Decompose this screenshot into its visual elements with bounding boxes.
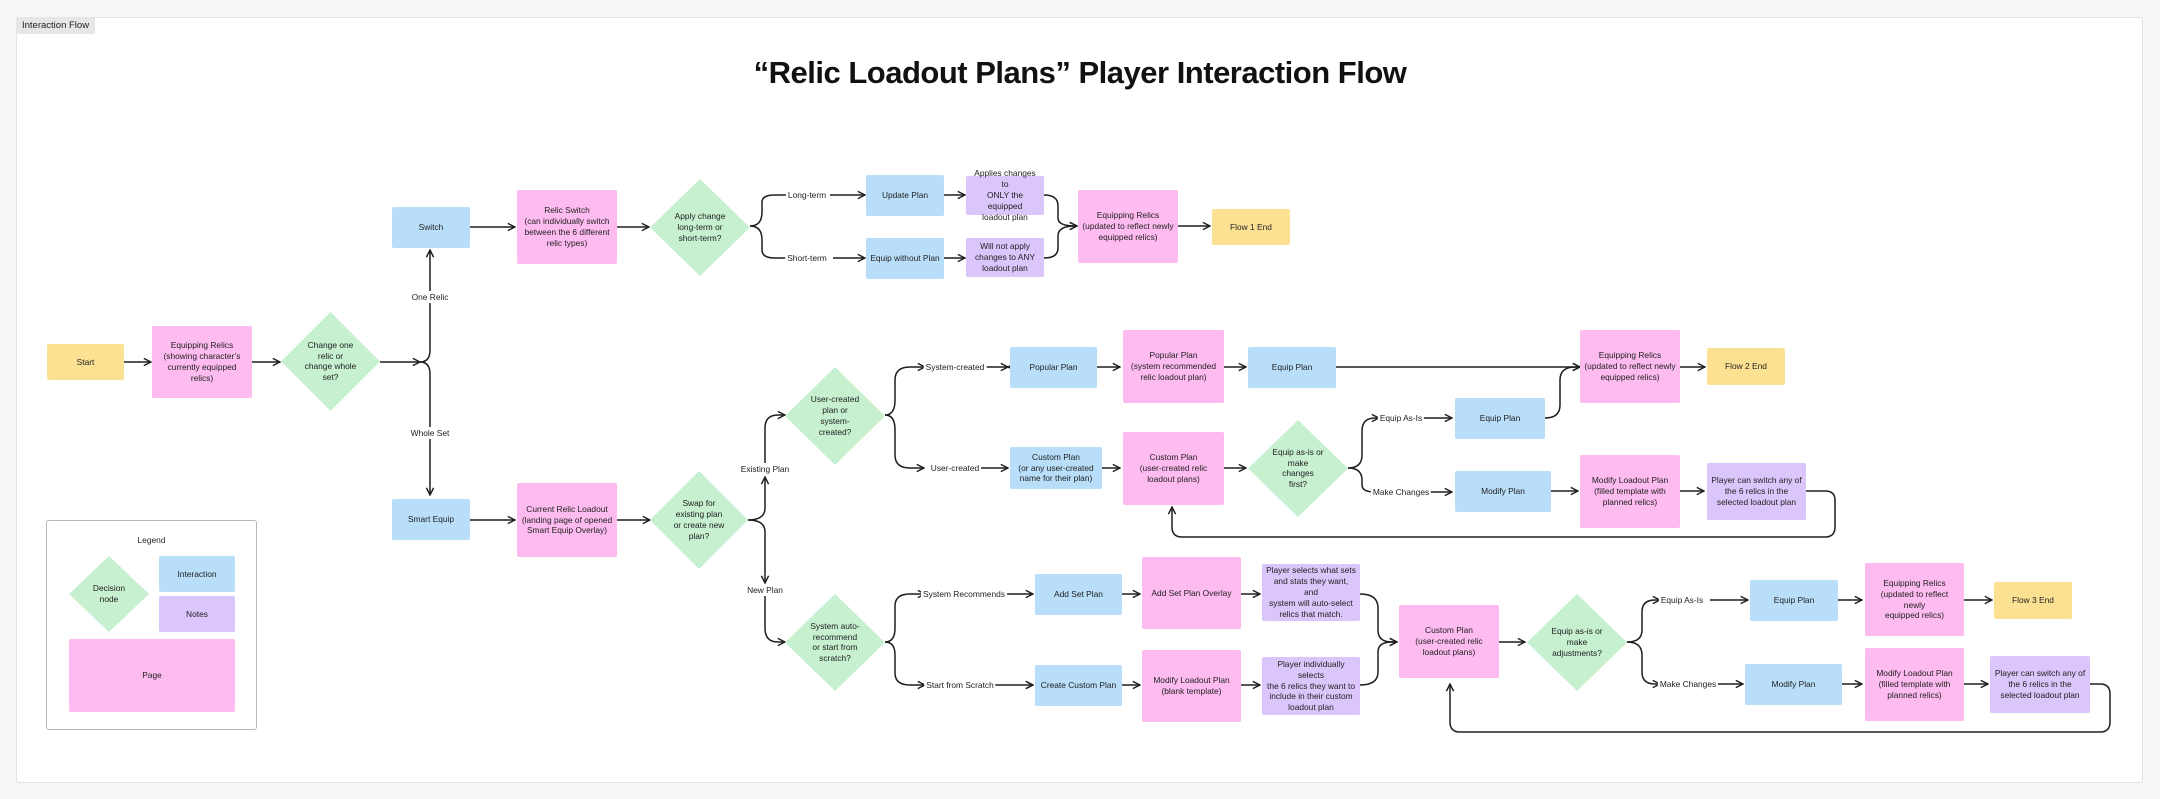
legend-notes: Notes — [159, 596, 235, 632]
note-applies-changes: Applies changes to ONLY the equipped loa… — [966, 168, 1044, 222]
smart-equip-button[interactable]: Smart Equip — [392, 499, 470, 540]
edge-label-system-created: System-created — [923, 361, 987, 373]
legend-title: Legend — [137, 535, 166, 545]
switch-button[interactable]: Switch — [392, 207, 470, 248]
note-will-not-apply: Will not apply changes to ANY loadout pl… — [966, 238, 1044, 277]
legend-interaction: Interaction — [159, 556, 235, 592]
edge-label-system-recommends: System Recommends — [921, 588, 1007, 600]
edge-label-whole-set: Whole Set — [408, 427, 452, 439]
equipping-relics-flow2-page: Equipping Relics (updated to reflect new… — [1580, 330, 1680, 403]
edge-label-user-created: User-created — [928, 462, 982, 474]
equip-plan-flow3-button[interactable]: Equip Plan — [1750, 580, 1838, 621]
start-node: Start — [47, 344, 124, 380]
edge-label-new-plan: New Plan — [745, 584, 785, 596]
edge-label-equip-as-is-flow2: Equip As-Is — [1377, 412, 1425, 424]
user-or-system-decision: User-created plan or system- created? — [785, 367, 885, 465]
apply-change-decision: Apply change long-term or short-term? — [650, 179, 750, 276]
legend-decision-node: Decision node — [69, 556, 149, 632]
popular-plan-button[interactable]: Popular Plan — [1010, 347, 1097, 388]
equipping-relics-flow3-page: Equipping Relics (updated to reflect new… — [1865, 563, 1964, 636]
create-custom-plan-button[interactable]: Create Custom Plan — [1035, 665, 1122, 706]
equipping-relics-flow1-page: Equipping Relics (updated to reflect new… — [1078, 190, 1178, 263]
diagram-title: “Relic Loadout Plans” Player Interaction… — [753, 55, 1407, 90]
current-relic-loadout-page: Current Relic Loadout (landing page of o… — [517, 483, 617, 557]
edge-label-one-relic: One Relic — [409, 291, 451, 303]
edge-label-short-term: Short-term — [785, 252, 829, 264]
modify-loadout-flow2-page: Modify Loadout Plan (filled template wit… — [1580, 455, 1680, 528]
equipping-relics-page: Equipping Relics (showing character’s cu… — [152, 326, 252, 398]
edge-label-existing-plan: Existing Plan — [738, 463, 792, 475]
modify-loadout-blank-page: Modify Loadout Plan (blank template) — [1142, 650, 1241, 722]
change-relic-decision: Change one relic or change whole set? — [281, 312, 380, 411]
frame-label: Interaction Flow — [16, 17, 96, 34]
equip-without-plan-button[interactable]: Equip without Plan — [866, 238, 944, 279]
interaction-flow-frame — [16, 17, 2143, 783]
custom-plan-page: Custom Plan (user-created relic loadout … — [1123, 432, 1224, 505]
custom-plan-flow3-page: Custom Plan (user-created relic loadout … — [1399, 605, 1499, 678]
equip-or-adjust-decision: Equip as-is or make adjustments? — [1527, 594, 1627, 691]
legend-page: Page — [69, 639, 235, 712]
update-plan-button[interactable]: Update Plan — [866, 175, 944, 216]
edge-label-long-term: Long-term — [785, 189, 829, 201]
note-selects-sets: Player selects what sets and stats they … — [1262, 564, 1360, 621]
add-set-plan-overlay-page: Add Set Plan Overlay — [1142, 557, 1241, 629]
modify-plan-flow2-button[interactable]: Modify Plan — [1455, 471, 1551, 512]
legend: Legend Decision node Interaction Notes P… — [46, 520, 257, 730]
equip-as-is-decision: Equip as-is or make changes first? — [1248, 420, 1348, 517]
flow3-end-node: Flow 3 End — [1994, 582, 2072, 619]
swap-or-create-decision: Swap for existing plan or create new pla… — [650, 471, 748, 569]
edge-label-start-from-scratch: Start from Scratch — [924, 679, 996, 691]
relic-switch-page: Relic Switch (can individually switch be… — [517, 190, 617, 264]
note-switch-relics-flow2: Player can switch any of the 6 relics in… — [1707, 463, 1806, 520]
add-set-plan-button[interactable]: Add Set Plan — [1035, 574, 1122, 615]
note-switch-relics-flow3: Player can switch any of the 6 relics in… — [1990, 656, 2090, 713]
flow2-end-node: Flow 2 End — [1707, 348, 1785, 385]
modify-loadout-flow3-page: Modify Loadout Plan (filled template wit… — [1865, 648, 1964, 721]
popular-plan-page: Popular Plan (system recommended relic l… — [1123, 330, 1224, 403]
edge-label-make-changes-flow2: Make Changes — [1370, 486, 1432, 498]
modify-plan-flow3-button[interactable]: Modify Plan — [1745, 664, 1842, 705]
auto-or-scratch-decision: System auto- recommend or start from scr… — [785, 594, 885, 691]
flow1-end-node: Flow 1 End — [1212, 209, 1290, 245]
note-individually-selects: Player individually selects the 6 relics… — [1262, 657, 1360, 715]
equip-plan-flow2b-button[interactable]: Equip Plan — [1455, 398, 1545, 439]
edge-label-make-changes-flow3: Make Changes — [1657, 678, 1719, 690]
equip-plan-flow2-button[interactable]: Equip Plan — [1248, 347, 1336, 388]
custom-plan-button[interactable]: Custom Plan (or any user-created name fo… — [1010, 447, 1102, 489]
edge-label-equip-as-is-flow3: Equip As-Is — [1658, 594, 1706, 606]
